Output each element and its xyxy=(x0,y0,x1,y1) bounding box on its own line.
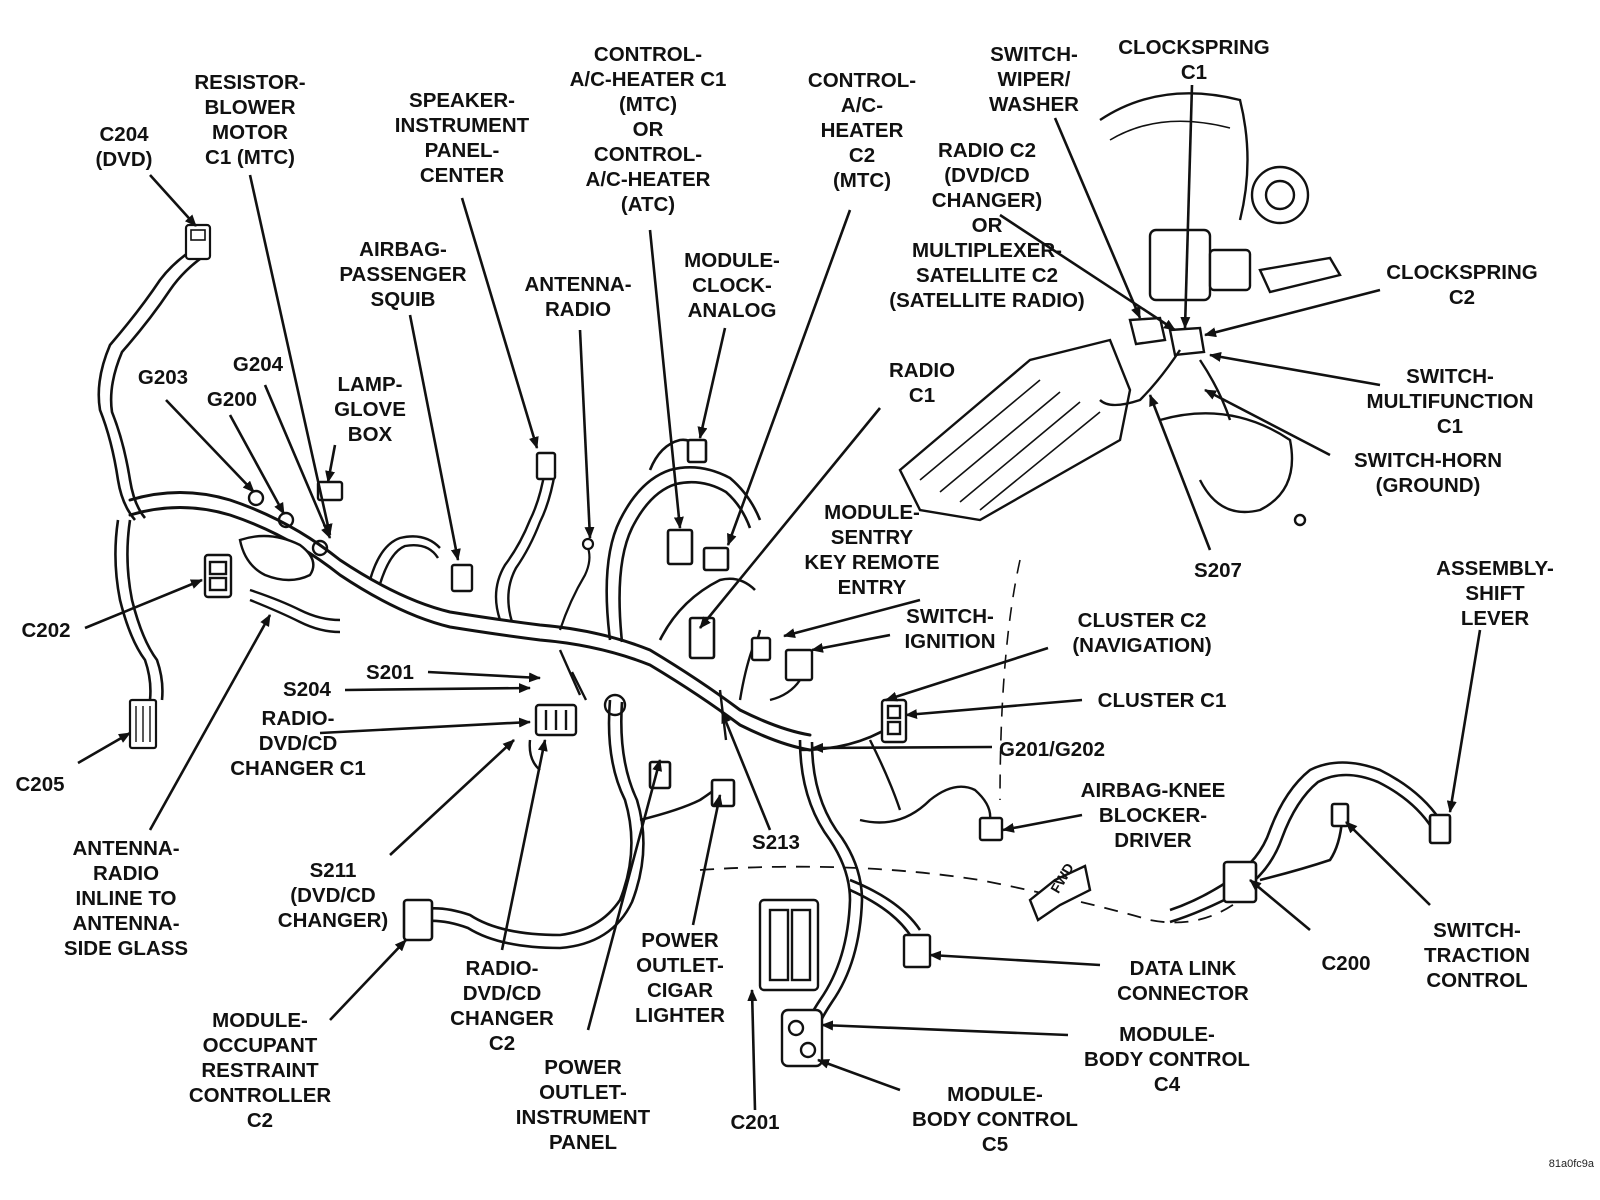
label-module-sentry-key: MODULE- SENTRY KEY REMOTE ENTRY xyxy=(804,501,940,599)
label-speaker-instrument-panel: SPEAKER- INSTRUMENT PANEL- CENTER xyxy=(394,89,530,187)
label-radio-dvd-changer-c2: RADIO- DVD/CD CHANGER C2 xyxy=(450,957,554,1055)
label-assembly-shift-lever: ASSEMBLY- SHIFT LEVER xyxy=(1436,557,1554,630)
label-clockspring-c2: CLOCKSPRING C2 xyxy=(1386,261,1538,309)
branch-c205 xyxy=(114,519,164,750)
branch-airbag-passenger xyxy=(368,535,474,593)
dashed-route-2 xyxy=(999,559,1021,801)
label-switch-traction-control: SWITCH- TRACTION CONTROL xyxy=(1424,919,1530,992)
label-module-occupant-restraint: MODULE- OCCUPANT RESTRAINT CONTROLLER C2 xyxy=(188,1009,332,1132)
steering-column-assembly xyxy=(898,92,1342,527)
dashed-route xyxy=(699,865,1241,924)
label-c205: C205 xyxy=(15,773,65,796)
branch-c204 xyxy=(97,223,212,521)
label-switch-horn-ground: SWITCH-HORN (GROUND) xyxy=(1353,449,1503,497)
label-airbag-knee-blocker: AIRBAG-KNEE BLOCKER- DRIVER xyxy=(1080,779,1226,852)
label-clockspring-c1: CLOCKSPRING C1 xyxy=(1118,36,1270,84)
branch-speaker xyxy=(494,451,557,623)
label-antenna-radio-inline: ANTENNA- RADIO INLINE TO ANTENNA- SIDE G… xyxy=(63,837,189,960)
label-switch-wiper-washer: SWITCH- WIPER/ WASHER xyxy=(989,43,1079,116)
label-c200: C200 xyxy=(1321,952,1371,975)
label-radio-c1: RADIO C1 xyxy=(888,359,956,407)
label-cluster-c1: CLUSTER C1 xyxy=(1097,689,1227,712)
label-data-link-connector: DATA LINK CONNECTOR xyxy=(1117,957,1249,1005)
main-harness xyxy=(128,491,812,752)
splice-ticks xyxy=(558,649,728,741)
label-resistor-blower-motor: RESISTOR- BLOWER MOTOR C1 (MTC) xyxy=(194,71,306,169)
branch-sentry-ignition xyxy=(738,629,814,702)
lower-harness xyxy=(402,699,736,950)
label-s211-dvd-cd: S211 (DVD/CD CHANGER) xyxy=(277,859,389,932)
label-power-outlet-instrument-panel: POWER OUTLET- INSTRUMENT PANEL xyxy=(515,1056,651,1154)
label-g204: G204 xyxy=(232,353,284,376)
label-control-ac-heater-c1: CONTROL- A/C-HEATER C1 (MTC) OR CONTROL-… xyxy=(569,43,727,216)
label-g203: G203 xyxy=(137,366,189,389)
document-id: 81a0fc9a xyxy=(1548,1158,1594,1170)
branch-antenna xyxy=(558,537,595,631)
label-cluster-c2-navigation: CLUSTER C2 (NAVIGATION) xyxy=(1072,609,1212,657)
leader-arrows xyxy=(77,84,1482,1111)
connector-c202-shape xyxy=(203,553,233,599)
body-control-modules xyxy=(758,898,932,1068)
label-c201: C201 xyxy=(730,1111,780,1134)
label-airbag-passenger-squib: AIRBAG- PASSENGER SQUIB xyxy=(339,238,467,311)
label-switch-ignition: SWITCH- IGNITION xyxy=(904,605,996,653)
label-g200: G200 xyxy=(206,388,258,411)
body-control-harness xyxy=(798,718,922,1051)
label-radio-dvd-changer-c1: RADIO- DVD/CD CHANGER C1 xyxy=(230,707,366,780)
label-lamp-glove-box: LAMP- GLOVE BOX xyxy=(334,373,406,446)
label-radio-c2: RADIO C2 (DVD/CD CHANGER) OR MULTIPLEXER… xyxy=(889,139,1085,312)
label-c204: C204 (DVD) xyxy=(95,123,153,171)
label-power-outlet-cigar: POWER OUTLET- CIGAR LIGHTER xyxy=(635,929,725,1027)
label-s201: S201 xyxy=(366,661,414,684)
label-s207: S207 xyxy=(1194,559,1242,582)
label-module-body-control-c5: MODULE- BODY CONTROL C5 xyxy=(912,1083,1078,1156)
label-g201-g202: G201/G202 xyxy=(999,738,1105,761)
label-module-body-control-c4: MODULE- BODY CONTROL C4 xyxy=(1084,1023,1250,1096)
branch-airbag-knee xyxy=(859,785,1004,842)
label-control-ac-heater-c2: CONTROL- A/C- HEATER C2 (MTC) xyxy=(807,69,917,192)
ground-cluster xyxy=(238,480,344,634)
cluster-connectors xyxy=(868,698,908,811)
fwd-arrow-icon xyxy=(1028,864,1092,922)
label-antenna-radio: ANTENNA- RADIO xyxy=(524,273,632,321)
label-c202: C202 xyxy=(21,619,71,642)
branch-ac-clock xyxy=(605,438,762,660)
label-s213: S213 xyxy=(752,831,800,854)
label-module-clock-analog: MODULE- CLOCK- ANALOG xyxy=(684,249,780,322)
console-harness xyxy=(1169,761,1452,924)
label-switch-multifunction-c1: SWITCH- MULTIFUNCTION C1 xyxy=(1366,365,1534,438)
label-s204: S204 xyxy=(283,678,331,701)
